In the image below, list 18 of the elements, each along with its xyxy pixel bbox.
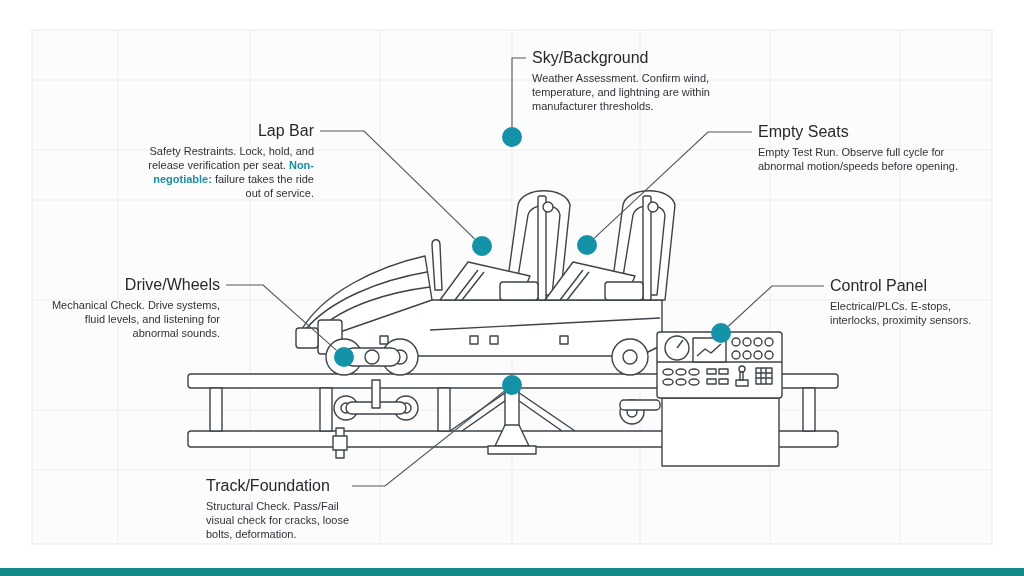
callout-heading: Sky/Background: [532, 48, 650, 68]
callout-heading: Lap Bar: [256, 121, 314, 141]
callout-text: Structural Check. Pass/Fail visual check for cracks, loose bolts, deformation.: [206, 499, 351, 541]
leader-line: [351, 390, 505, 487]
callout-text: Safety Restraints. Lock, hold, and release verification per seat. Non-negotiable: failure takes the ride out of service.: [147, 144, 314, 200]
callout-heading: Empty Seats: [758, 122, 850, 142]
leader-line: [511, 57, 527, 128]
callout-heading: Track/Foundation: [206, 476, 331, 496]
callout-text: Electrical/PLCs. E-stops, interlocks, proximity sensors.: [830, 299, 973, 327]
callout-text: Weather Assessment. Confirm wind, temperature, and lightning are within manufacturer thresholds.: [532, 71, 711, 113]
leader-line: [727, 285, 825, 327]
callout-text: Mechanical Check. Drive systems, fluid levels, and listening for abnormal sounds.: [50, 298, 220, 340]
callout-heading: Control Panel: [830, 276, 928, 296]
callout-heading: Drive/Wheels: [123, 275, 220, 295]
leader-line: [593, 131, 753, 239]
callout-text: Empty Test Run. Observe full cycle for abnormal motion/speeds before opening.: [758, 145, 959, 173]
leader-line: [319, 130, 476, 240]
leader-line: [225, 284, 338, 351]
